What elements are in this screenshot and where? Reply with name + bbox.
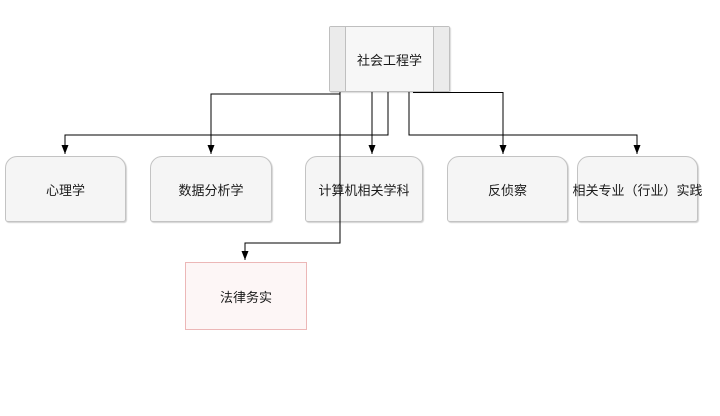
node-label: 心理学 bbox=[45, 182, 85, 198]
node-industry-practice[interactable]: 相关专业（行业）实践 bbox=[573, 156, 703, 222]
connector-root-to-psychology bbox=[61, 92, 389, 154]
process-strip-right bbox=[433, 27, 449, 91]
node-label: 社会工程学 bbox=[356, 52, 422, 68]
node-data-analytics[interactable]: 数据分析学 bbox=[150, 156, 272, 222]
connector-root-to-industry-practice bbox=[408, 92, 641, 154]
node-label: 数据分析学 bbox=[178, 182, 244, 198]
process-strip-left bbox=[330, 27, 346, 91]
node-label: 反侦察 bbox=[487, 182, 527, 198]
node-psychology[interactable]: 心理学 bbox=[5, 156, 126, 222]
node-label: 法律务实 bbox=[219, 289, 272, 305]
connector-root-to-counter-surveillance bbox=[413, 92, 507, 154]
node-social-engineering[interactable]: 社会工程学 bbox=[329, 26, 450, 92]
node-computer-science[interactable]: 计算机相关学科 bbox=[305, 156, 423, 222]
node-counter-surveillance[interactable]: 反侦察 bbox=[447, 156, 568, 222]
connector-root-to-data-analytics bbox=[207, 92, 341, 154]
node-legal-practice[interactable]: 法律务实 bbox=[185, 262, 307, 330]
node-label: 计算机相关学科 bbox=[318, 182, 410, 198]
node-label: 相关专业（行业）实践 bbox=[572, 182, 703, 198]
